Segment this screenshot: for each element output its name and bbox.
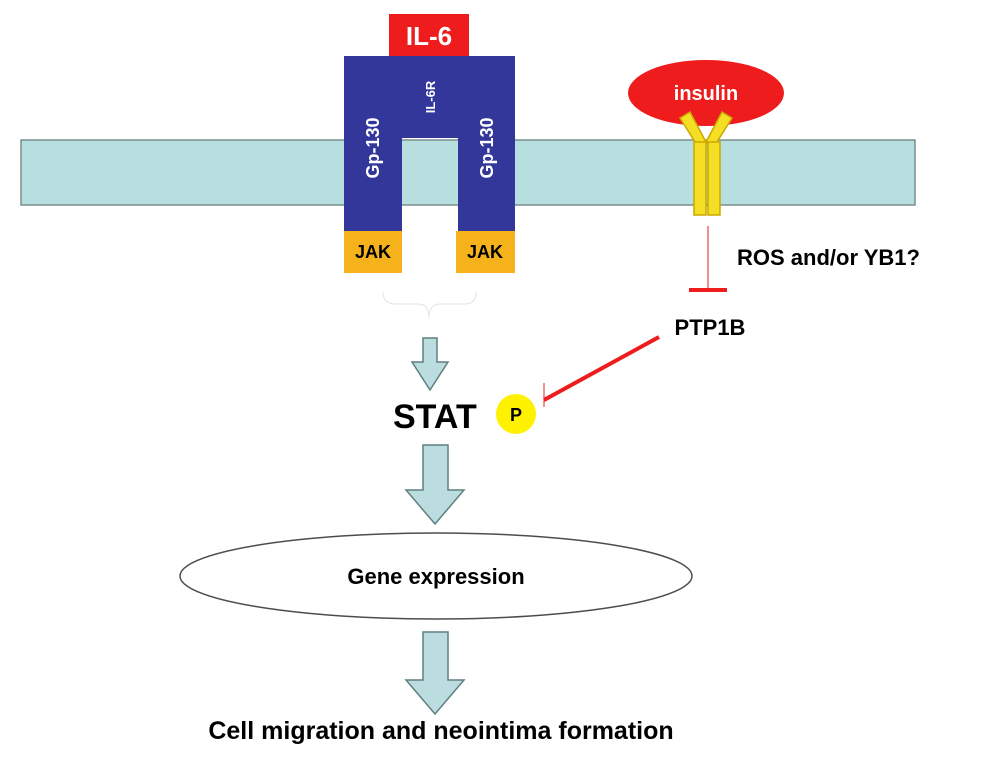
jak-right [456, 231, 515, 273]
jak-left-label: JAK [355, 242, 391, 262]
gp130-left-receptor [344, 56, 402, 231]
phospho-label: P [510, 405, 522, 425]
insulin-receptor [678, 110, 734, 216]
gp130-right-label: Gp-130 [477, 117, 497, 178]
insulin-ligand [628, 60, 784, 126]
il6r-label: IL-6R [423, 80, 438, 113]
ptp1b-label: PTP1B [675, 315, 746, 340]
jak-bracket [382, 291, 477, 319]
ptp1b-stat-inhibition-line [543, 335, 660, 402]
gp130-right-receptor [458, 56, 515, 231]
il6-label: IL-6 [406, 21, 452, 51]
il6r-receptor [402, 56, 458, 138]
ros-yb1-label: ROS and/or YB1? [737, 245, 920, 270]
arrow-jak-to-stat [410, 337, 450, 392]
arrow-gene-to-migration [404, 631, 466, 716]
il6-ligand [389, 14, 469, 56]
insulin-label: insulin [674, 83, 738, 105]
gene-expression-label: Gene expression [347, 564, 524, 589]
gp130-left-label: Gp-130 [363, 117, 383, 178]
cell-migration-label: Cell migration and neointima formation [208, 717, 673, 745]
phospho-circle [496, 394, 536, 434]
arrow-stat-to-gene [404, 444, 466, 526]
gene-expression-ellipse [179, 532, 693, 620]
jak-left [344, 231, 402, 273]
jak-right-label: JAK [467, 242, 503, 262]
stat-label: STAT [393, 398, 477, 436]
